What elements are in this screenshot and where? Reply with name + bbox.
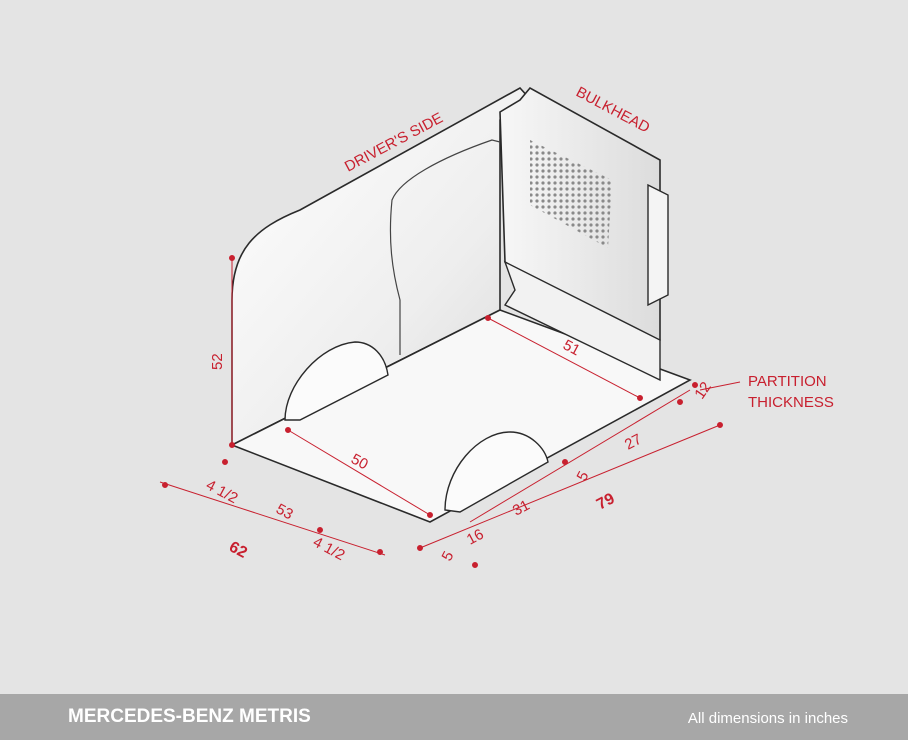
floor: [230, 309, 692, 523]
rear-to-wheelwell-dim: 16: [464, 526, 487, 549]
total-width-dim-line: [159, 481, 386, 556]
partition-thickness-dim: 12: [691, 379, 714, 402]
height-dim: 52: [209, 353, 226, 370]
floor-length-dim: 51: [560, 337, 583, 360]
wheelwell-gap-dim: 5: [574, 469, 593, 484]
vehicle-title: MERCEDES-BENZ METRIS: [68, 706, 311, 727]
front-segment-dim: 27: [622, 431, 645, 454]
wheelwell-front: [444, 431, 549, 513]
side-door-outline: [389, 139, 501, 355]
wheelwell-depth-rear-dim: 4 1/2: [203, 477, 240, 508]
footer-bar: MERCEDES-BENZ METRIS All dimensions in i…: [0, 694, 908, 740]
total-width-dim: 62: [226, 539, 250, 562]
bumper-gap-dim: 5: [439, 549, 458, 564]
units-note: All dimensions in inches: [687, 710, 848, 727]
wheelwell-rear: [284, 341, 389, 421]
bulkhead-wing: [647, 183, 669, 307]
floor-length-dim-line: [487, 317, 641, 399]
cargo-dimensions-diagram: DRIVER'S SIDE BULKHEAD PARTITION THICKNE…: [159, 84, 834, 568]
wheelwell-to-bulkhead-dim: 31: [510, 497, 533, 520]
width-between-wells-dim: 53: [273, 501, 296, 524]
partition-label-line2: THICKNESS: [748, 394, 834, 411]
floor-width-dim: 50: [348, 451, 371, 474]
partition-leader-line: [699, 381, 741, 391]
bulkhead-mesh-window: [530, 140, 612, 248]
bulkhead-lower: [503, 260, 661, 382]
total-length-dim-line: [419, 424, 721, 549]
total-length-dim: 79: [594, 490, 618, 513]
wheelwell-depth-front-dim: 4 1/2: [310, 534, 347, 565]
segment-dim-line: [469, 389, 691, 523]
floor-width-dim-line: [287, 429, 431, 516]
partition-label-line1: PARTITION: [748, 373, 827, 390]
